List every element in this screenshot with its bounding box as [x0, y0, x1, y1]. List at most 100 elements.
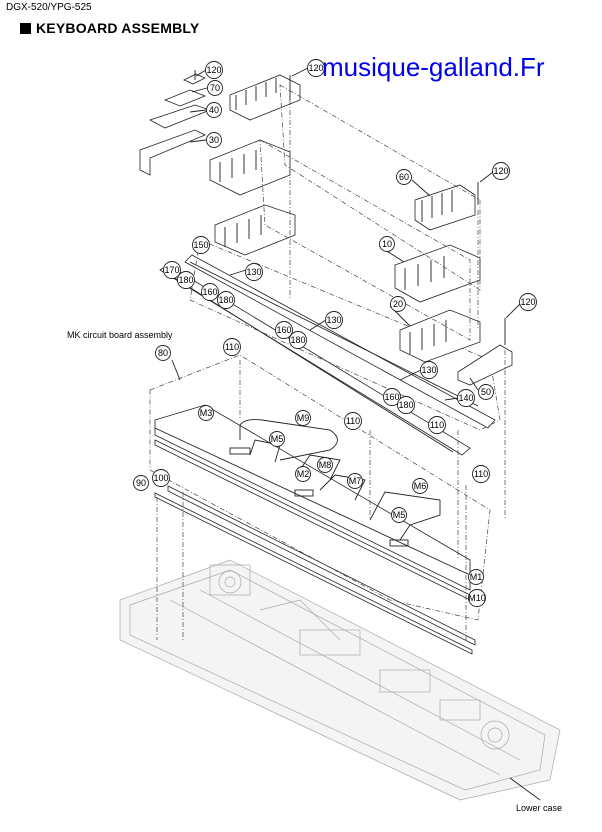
- callout-number: 110: [346, 416, 360, 426]
- callout-circle: [192, 236, 210, 254]
- callout-number: 160: [276, 325, 291, 335]
- page-title: KEYBOARD ASSEMBLY: [20, 20, 199, 36]
- callout-circle: [177, 271, 195, 289]
- callout-number: 120: [308, 63, 323, 73]
- callout-170: 170: [163, 261, 181, 279]
- callout-number: 160: [202, 287, 217, 297]
- callout-circle: [289, 331, 307, 349]
- callout-number: M8: [319, 460, 332, 470]
- callout-circle: [428, 416, 446, 434]
- callout-circle: [412, 478, 428, 494]
- callout-circle: [207, 80, 223, 96]
- callout-130: 130: [325, 311, 343, 329]
- callout-circle: [217, 291, 235, 309]
- callout-circle: [478, 384, 494, 400]
- callout-120: 120: [492, 162, 510, 180]
- callout-180: 180: [397, 396, 415, 414]
- callout-80: 80: [155, 345, 171, 361]
- callout-160: 160: [383, 388, 401, 406]
- callout-M3: M3: [198, 405, 214, 421]
- callout-circle: [391, 507, 407, 523]
- callout-number: 180: [218, 295, 233, 305]
- callout-140: 140: [457, 389, 475, 407]
- callout-circle: [379, 236, 395, 252]
- callout-60: 60: [396, 169, 412, 185]
- callout-number: 170: [164, 265, 179, 275]
- callout-M1: M1: [468, 569, 484, 585]
- callout-number: M7: [349, 476, 362, 486]
- callout-180: 180: [217, 291, 235, 309]
- callout-circle: [396, 169, 412, 185]
- callout-M2: M2: [295, 466, 311, 482]
- callout-number: M5: [393, 510, 406, 520]
- callout-150: 150: [192, 236, 210, 254]
- callout-number: 40: [209, 105, 219, 115]
- leader-lines: [171, 67, 521, 401]
- callout-circle: [152, 469, 170, 487]
- callout-circle: [201, 283, 219, 301]
- callout-circle: [307, 59, 325, 77]
- callout-number: 180: [290, 335, 305, 345]
- callout-circle: [133, 475, 149, 491]
- callout-circle: [519, 293, 537, 311]
- watermark-text: musique-galland.Fr: [322, 52, 545, 82]
- callout-20: 20: [390, 296, 406, 312]
- callout-number: 50: [481, 387, 491, 397]
- callout-M8: M8: [317, 457, 333, 473]
- callout-circle: [223, 338, 241, 356]
- callout-circle: [457, 389, 475, 407]
- callout-number: 130: [421, 365, 436, 375]
- callout-number: 110: [474, 469, 488, 479]
- callout-110: 110: [344, 412, 362, 430]
- page-title-text: KEYBOARD ASSEMBLY: [36, 20, 200, 36]
- lower-case-caption: Lower case: [516, 803, 563, 813]
- callout-circle: [468, 569, 484, 585]
- callout-number: M5: [271, 434, 284, 444]
- callout-M9: M9: [295, 410, 311, 426]
- callout-number: M6: [414, 481, 427, 491]
- callout-160: 160: [275, 321, 293, 339]
- callout-M5: M5: [391, 507, 407, 523]
- callout-number: 120: [493, 166, 508, 176]
- callout-circle: [325, 311, 343, 329]
- callout-180: 180: [289, 331, 307, 349]
- callout-circle: [468, 589, 486, 607]
- callout-120: 120: [205, 61, 223, 79]
- callout-circle: [206, 102, 222, 118]
- callout-circle: [347, 473, 363, 489]
- callout-circle: [383, 388, 401, 406]
- callout-circle: [492, 162, 510, 180]
- callout-number: 60: [399, 172, 409, 182]
- callout-circle: [155, 345, 171, 361]
- callout-number: 30: [209, 135, 219, 145]
- callout-circle: [198, 405, 214, 421]
- callout-100: 100: [152, 469, 170, 487]
- callout-number: 130: [246, 267, 261, 277]
- callout-circle: [275, 321, 293, 339]
- callout-circle: [206, 132, 222, 148]
- callout-circle: [163, 261, 181, 279]
- mk-assembly-caption: MK circuit board assembly: [67, 330, 173, 340]
- callout-number: 140: [458, 393, 473, 403]
- callout-110: 110: [472, 465, 490, 483]
- callout-50: 50: [478, 384, 494, 400]
- callout-10: 10: [379, 236, 395, 252]
- callout-number: M2: [297, 469, 310, 479]
- callout-number: 180: [398, 400, 413, 410]
- callout-circle: [390, 296, 406, 312]
- callout-120: 120: [519, 293, 537, 311]
- callout-number: 70: [210, 83, 220, 93]
- callout-number: M9: [297, 413, 310, 423]
- callout-number: 10: [382, 239, 392, 249]
- callout-number: 120: [520, 297, 535, 307]
- callout-90: 90: [133, 475, 149, 491]
- callout-70: 70: [207, 80, 223, 96]
- callout-110: 110: [223, 338, 241, 356]
- callout-circle: [344, 412, 362, 430]
- rubber-contact-strips: [159, 239, 501, 456]
- callout-M7: M7: [347, 473, 363, 489]
- callout-number: M1: [470, 572, 483, 582]
- callout-number: M3: [200, 408, 213, 418]
